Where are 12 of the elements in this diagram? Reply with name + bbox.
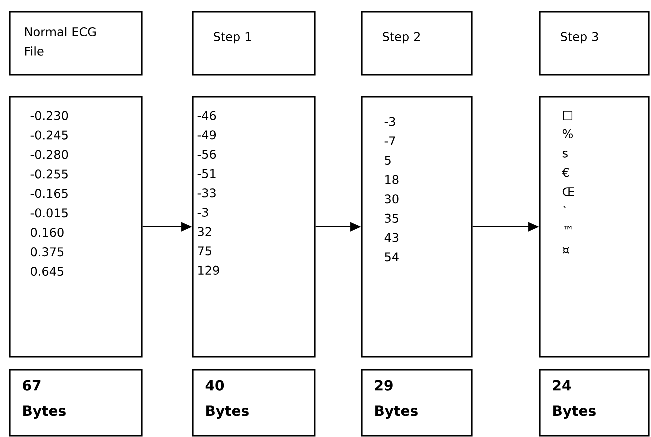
data-box: -3 -7 5 18 30 35 43 54	[361, 96, 473, 358]
size-box: 40 Bytes	[192, 369, 316, 437]
data-box: -0.230 -0.245 -0.280 -0.255 -0.165 -0.015 0.160 0.375 0.645	[9, 96, 143, 358]
header-box: Normal ECG File	[9, 11, 143, 76]
data-box: □ % s € Œ ` ™ ¤	[539, 96, 650, 358]
data-box: -46 -49 -56 -51 -33 -3 32 75 129	[192, 96, 316, 358]
size-box: 24 Bytes	[539, 369, 650, 437]
header-box: Step 2	[361, 11, 473, 76]
header-box: Step 3	[539, 11, 650, 76]
size-box: 29 Bytes	[361, 369, 473, 437]
header-box: Step 1	[192, 11, 316, 76]
size-box: 67 Bytes	[9, 369, 143, 437]
